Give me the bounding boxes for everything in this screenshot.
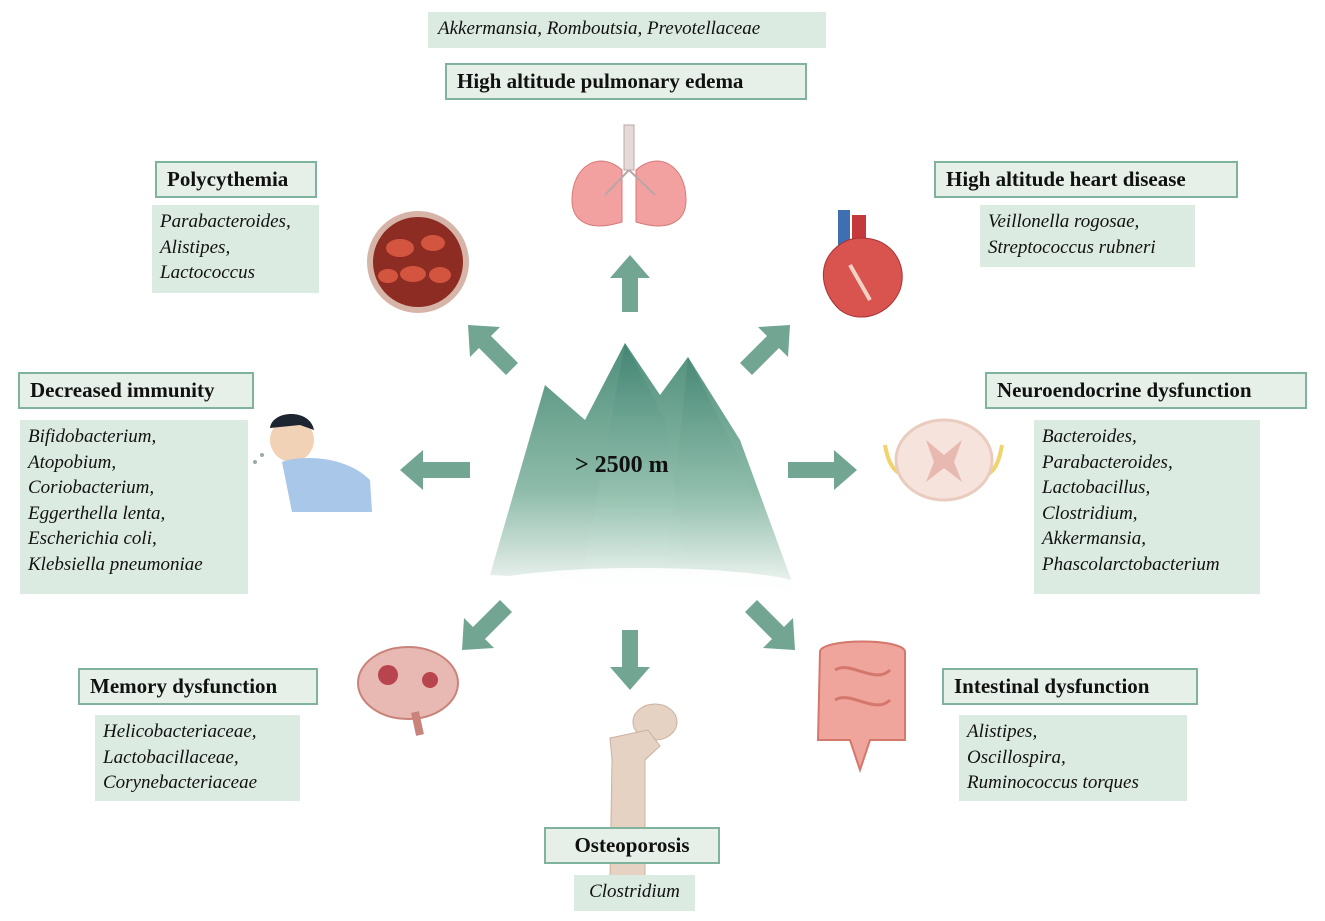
bacteria-item: Akkermansia,	[1042, 528, 1146, 549]
altitude-label: > 2500 m	[575, 452, 669, 478]
heart-bacteria-box: Veillonella rogosae, Streptococcus rubne…	[980, 205, 1195, 267]
red-blood-cells-icon	[367, 211, 469, 313]
arrow-left	[400, 450, 470, 490]
pulmonary-bacteria-box: Akkermansia, Romboutsia, Prevotellaceae	[428, 12, 826, 48]
bacteria-item: Eggerthella lenta,	[28, 502, 166, 524]
intestine-icon	[816, 640, 906, 774]
bacteria-item: Corynebacteriaceae	[103, 772, 258, 793]
arrow-right	[788, 450, 857, 490]
bacteria-item: Alistipes,	[967, 721, 1038, 742]
intestinal-bacteria-box: Alistipes, Oscillospira, Ruminococcus to…	[959, 715, 1187, 801]
bacteria-item: Alistipes,	[160, 236, 231, 258]
bacteria-item: Helicobacteriaceae,	[103, 721, 257, 742]
bacteria-item: Akkermansia, Romboutsia, Prevotellaceae	[438, 18, 761, 39]
lungs-icon	[571, 124, 687, 227]
bacteria-item: Parabacteroides,	[1042, 451, 1173, 473]
intestinal-dysfunction-title: Intestinal dysfunction	[942, 668, 1198, 705]
bacteria-item: Streptococcus rubneri	[988, 236, 1156, 258]
heart-icon	[822, 210, 903, 318]
arrow-up-right	[740, 325, 790, 375]
bacteria-item: Lactococcus	[160, 262, 255, 283]
bacteria-item: Oscillospira,	[967, 746, 1066, 768]
memory-bacteria-box: Helicobacteriaceae, Lactobacillaceae, Co…	[95, 715, 300, 801]
arrow-up	[610, 255, 650, 312]
arrow-down	[610, 630, 650, 690]
arrow-down-right	[745, 600, 795, 650]
bacteria-item: Ruminococcus torques	[967, 772, 1139, 793]
bacteria-item: Bifidobacterium,	[28, 426, 157, 447]
bacteria-item: Parabacteroides,	[160, 211, 291, 232]
osteoporosis-title: Osteoporosis	[544, 827, 720, 864]
bacteria-item: Lactobacillus,	[1042, 477, 1151, 498]
bacteria-item: Clostridium	[589, 881, 680, 902]
mountain-illustration	[470, 343, 810, 612]
bacteria-item: Atopobium,	[28, 451, 117, 473]
arrow-up-left	[468, 325, 518, 375]
bacteria-item: Klebsiella pneumoniae	[28, 553, 203, 575]
arrow-down-left	[462, 600, 512, 650]
bacteria-item: Bacteroides,	[1042, 426, 1137, 447]
polycythemia-bacteria-box: Parabacteroides, Alistipes, Lactococcus	[152, 205, 319, 293]
bacteria-item: Coriobacterium,	[28, 477, 155, 498]
osteoporosis-bacteria-box: Clostridium	[574, 875, 695, 911]
bacteria-item: Phascolarctobacterium	[1042, 553, 1220, 575]
bacteria-item: Veillonella rogosae,	[988, 211, 1140, 232]
brain-icon	[357, 646, 459, 736]
neuroendocrine-title: Neuroendocrine dysfunction	[985, 372, 1307, 409]
immunity-bacteria-box: Bifidobacterium, Atopobium, Coriobacteri…	[20, 420, 248, 594]
bacteria-item: Escherichia coli,	[28, 528, 157, 549]
coughing-person-icon	[253, 414, 372, 512]
bacteria-item: Lactobacillaceae,	[103, 746, 239, 768]
spinal-cord-icon	[883, 418, 1004, 502]
memory-dysfunction-title: Memory dysfunction	[78, 668, 318, 705]
arrows	[400, 255, 857, 690]
pulmonary-edema-title: High altitude pulmonary edema	[445, 63, 807, 100]
decreased-immunity-title: Decreased immunity	[18, 372, 254, 409]
heart-disease-title: High altitude heart disease	[934, 161, 1238, 198]
neuro-bacteria-box: Bacteroides, Parabacteroides, Lactobacil…	[1034, 420, 1260, 594]
bacteria-item: Clostridium,	[1042, 502, 1138, 524]
polycythemia-title: Polycythemia	[155, 161, 317, 198]
